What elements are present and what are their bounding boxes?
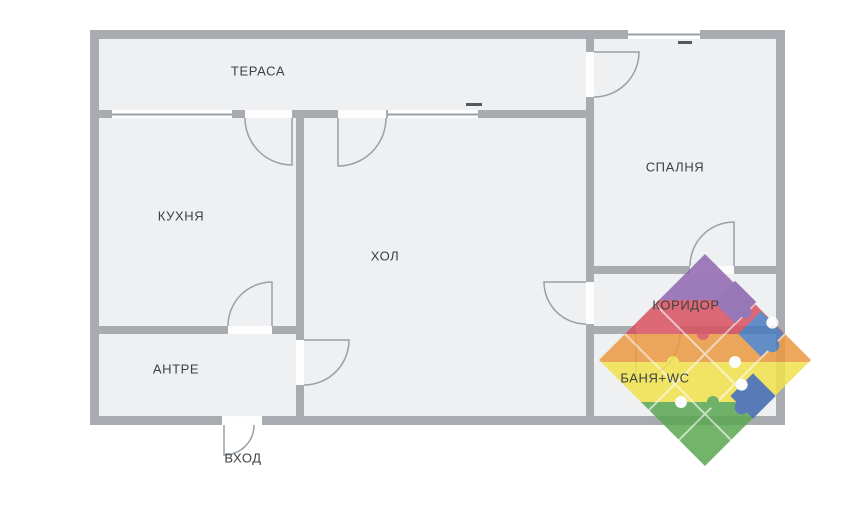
window-bedroom-top xyxy=(628,30,700,39)
door-gap-terrace-kitchen xyxy=(245,110,292,118)
door-gap-terrace-hall xyxy=(338,110,386,118)
door-gap-kitchen-entry xyxy=(228,326,272,334)
door-arc-terrace-hall xyxy=(337,117,387,167)
room-terrace xyxy=(99,39,586,110)
door-arc-terrace-kitchen xyxy=(244,117,293,166)
door-gap-hall-corridor xyxy=(586,282,594,324)
room-kitchen xyxy=(99,118,296,326)
door-arc-entry-hall xyxy=(303,339,350,386)
wall-tick-bedroom xyxy=(678,41,692,44)
room-entry-hall xyxy=(99,334,296,416)
door-arc-hall-corridor xyxy=(543,281,587,325)
wall-tick-hall xyxy=(466,103,482,106)
door-gap-entry-hall xyxy=(296,340,304,385)
door-arc-terrace-bedroom xyxy=(593,51,640,98)
door-arc-kitchen-entry xyxy=(227,281,273,327)
room-hall xyxy=(304,118,586,416)
door-gap-entrance xyxy=(222,416,262,425)
window-hall-terrace xyxy=(388,110,478,118)
watermark-color-bands xyxy=(599,254,811,466)
watermark-puzzle-logo-icon xyxy=(599,254,811,466)
door-arc-entrance xyxy=(223,424,255,456)
window-kitchen-terrace xyxy=(112,110,232,118)
room-bedroom xyxy=(594,39,776,266)
door-gap-terrace-bedroom xyxy=(586,52,594,97)
door-arc-bedroom-corridor xyxy=(689,221,735,267)
